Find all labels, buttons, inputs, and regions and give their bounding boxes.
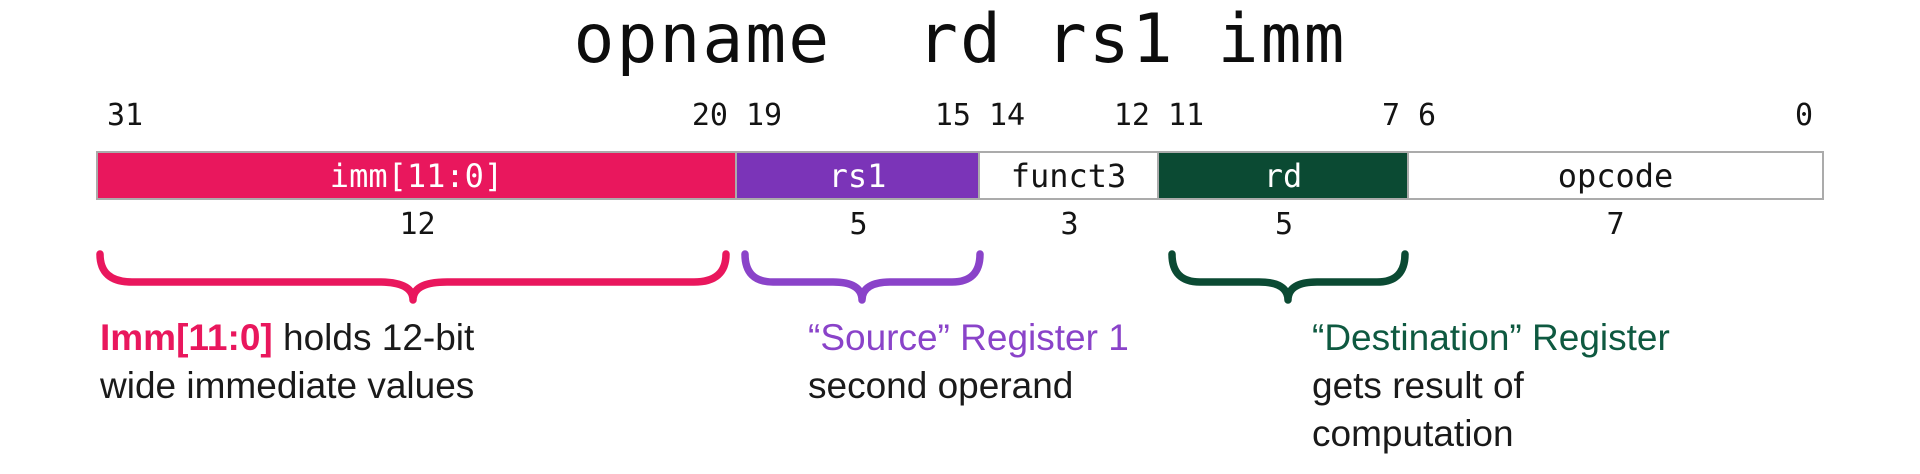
imm-annotation-line2: wide immediate values — [100, 365, 475, 406]
rs1-annotation-highlight: “Source” Register 1 — [808, 317, 1129, 358]
bit-count-funct3: 3 — [1060, 207, 1079, 242]
bit-count-row: 12 5 3 5 7 — [98, 207, 1822, 243]
bit-lo-funct3: 12 — [1113, 98, 1150, 133]
imm-underbrace-icon — [96, 250, 730, 304]
bit-indexes-rd: 11 7 — [1159, 98, 1409, 134]
rd-annotation: “Destination” Register gets result of co… — [1312, 314, 1670, 458]
rd-annotation-line3: computation — [1312, 413, 1514, 454]
bit-hi-rd: 11 — [1168, 98, 1205, 133]
bit-hi-opcode: 6 — [1418, 98, 1437, 133]
page-title: opname rd rs1 imm — [573, 0, 1347, 79]
bit-indexes-funct3: 14 12 — [980, 98, 1159, 134]
rd-underbrace-icon — [1168, 250, 1409, 304]
imm-annotation-highlight: Imm[11:0] — [100, 317, 273, 358]
bit-count-opcode: 7 — [1606, 207, 1625, 242]
rd-annotation-highlight: “Destination” Register — [1312, 317, 1670, 358]
bit-lo-imm: 20 — [691, 98, 728, 133]
bitfield-bar: imm[11:0] rs1 funct3 rd opcode — [96, 151, 1824, 200]
imm-annotation: Imm[11:0] holds 12-bit wide immediate va… — [100, 314, 474, 410]
bit-hi-imm: 31 — [107, 98, 144, 133]
bit-indexes-imm: 31 20 — [98, 98, 737, 134]
bit-lo-rs1: 15 — [934, 98, 971, 133]
field-imm: imm[11:0] — [98, 153, 737, 198]
bit-indexes-opcode: 6 0 — [1409, 98, 1822, 134]
imm-annotation-line1: Imm[11:0] holds 12-bit — [100, 314, 474, 362]
rs1-annotation: “Source” Register 1 second operand — [808, 314, 1129, 410]
bit-count-rd: 5 — [1274, 207, 1294, 242]
rd-annotation-line2: gets result of — [1312, 365, 1524, 406]
field-rs1: rs1 — [737, 153, 980, 198]
bit-hi-funct3: 14 — [989, 98, 1026, 133]
field-funct3: funct3 — [980, 153, 1159, 198]
bit-lo-opcode: 0 — [1794, 98, 1813, 133]
bit-count-rs1: 5 — [849, 207, 868, 242]
rs1-annotation-line2: second operand — [808, 365, 1074, 406]
field-opcode: opcode — [1409, 153, 1822, 198]
field-rd: rd — [1159, 153, 1409, 198]
bit-hi-rs1: 19 — [746, 98, 783, 133]
bit-indexes-rs1: 19 15 — [737, 98, 980, 134]
bit-index-row: 31 20 19 15 14 12 11 7 6 0 — [98, 98, 1822, 134]
bit-lo-rd: 7 — [1381, 98, 1400, 133]
bit-count-imm: 12 — [399, 207, 436, 242]
rs1-underbrace-icon — [741, 250, 984, 304]
imm-annotation-rest: holds 12-bit — [272, 317, 475, 358]
